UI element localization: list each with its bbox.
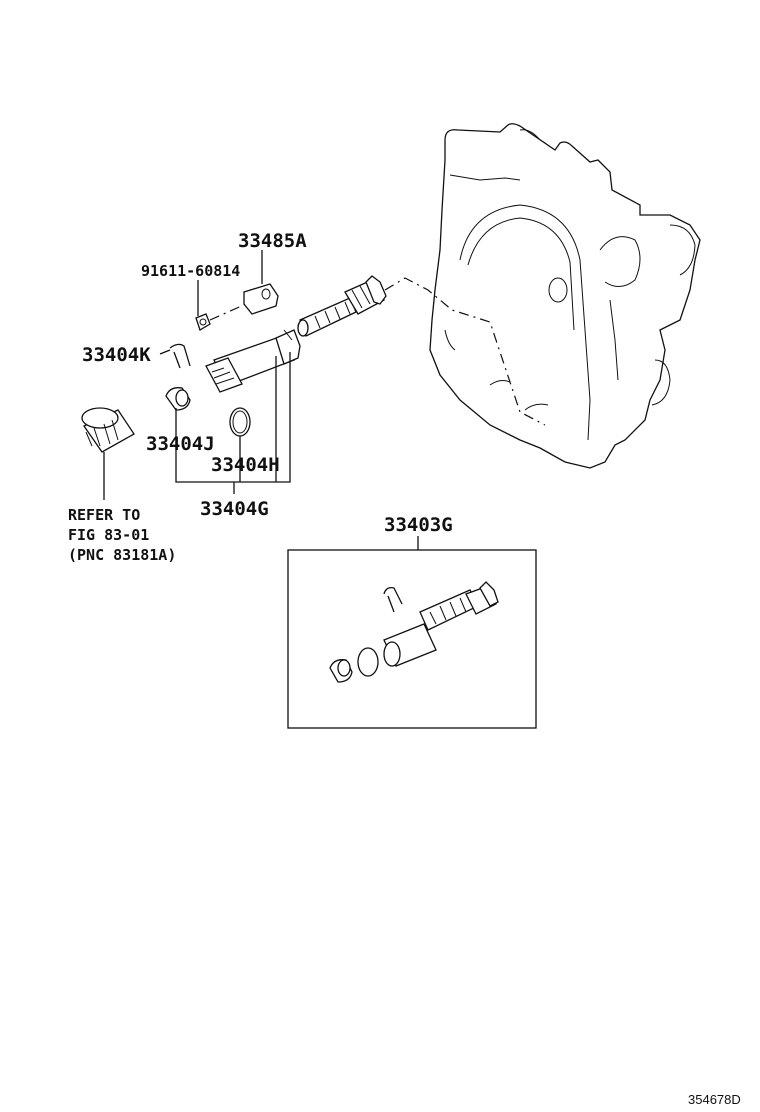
label-91611-60814: 91611-60814 xyxy=(141,262,240,280)
label-33404K: 33404K xyxy=(82,344,151,366)
sleeve-icon xyxy=(205,329,301,393)
kit-parts-icon xyxy=(329,581,499,683)
label-33404J: 33404J xyxy=(146,433,215,455)
bolt-icon xyxy=(195,313,211,331)
kit-box xyxy=(287,549,537,729)
label-33403G: 33403G xyxy=(384,514,453,536)
driven-gear-shaft-icon xyxy=(297,275,387,337)
label-33404H: 33404H xyxy=(211,454,280,476)
center-line xyxy=(384,277,546,426)
bolt-line xyxy=(209,303,247,321)
filter-icon xyxy=(81,407,135,453)
note-line-2: FIG 83-01 xyxy=(68,526,149,544)
retaining-clip-icon xyxy=(169,343,191,369)
label-33485A: 33485A xyxy=(238,230,307,252)
label-33404G: 33404G xyxy=(200,498,269,520)
oil-seal-icon xyxy=(165,387,191,411)
leader-33404K xyxy=(159,349,171,355)
note-line-1: REFER TO xyxy=(68,506,140,524)
bracket-33404G xyxy=(175,352,291,483)
drawing-code: 354678D xyxy=(688,1092,741,1107)
transmission-case-icon xyxy=(429,123,701,469)
lock-plate-icon xyxy=(243,283,279,315)
note-line-3: (PNC 83181A) xyxy=(68,546,176,564)
o-ring-icon xyxy=(229,407,251,437)
